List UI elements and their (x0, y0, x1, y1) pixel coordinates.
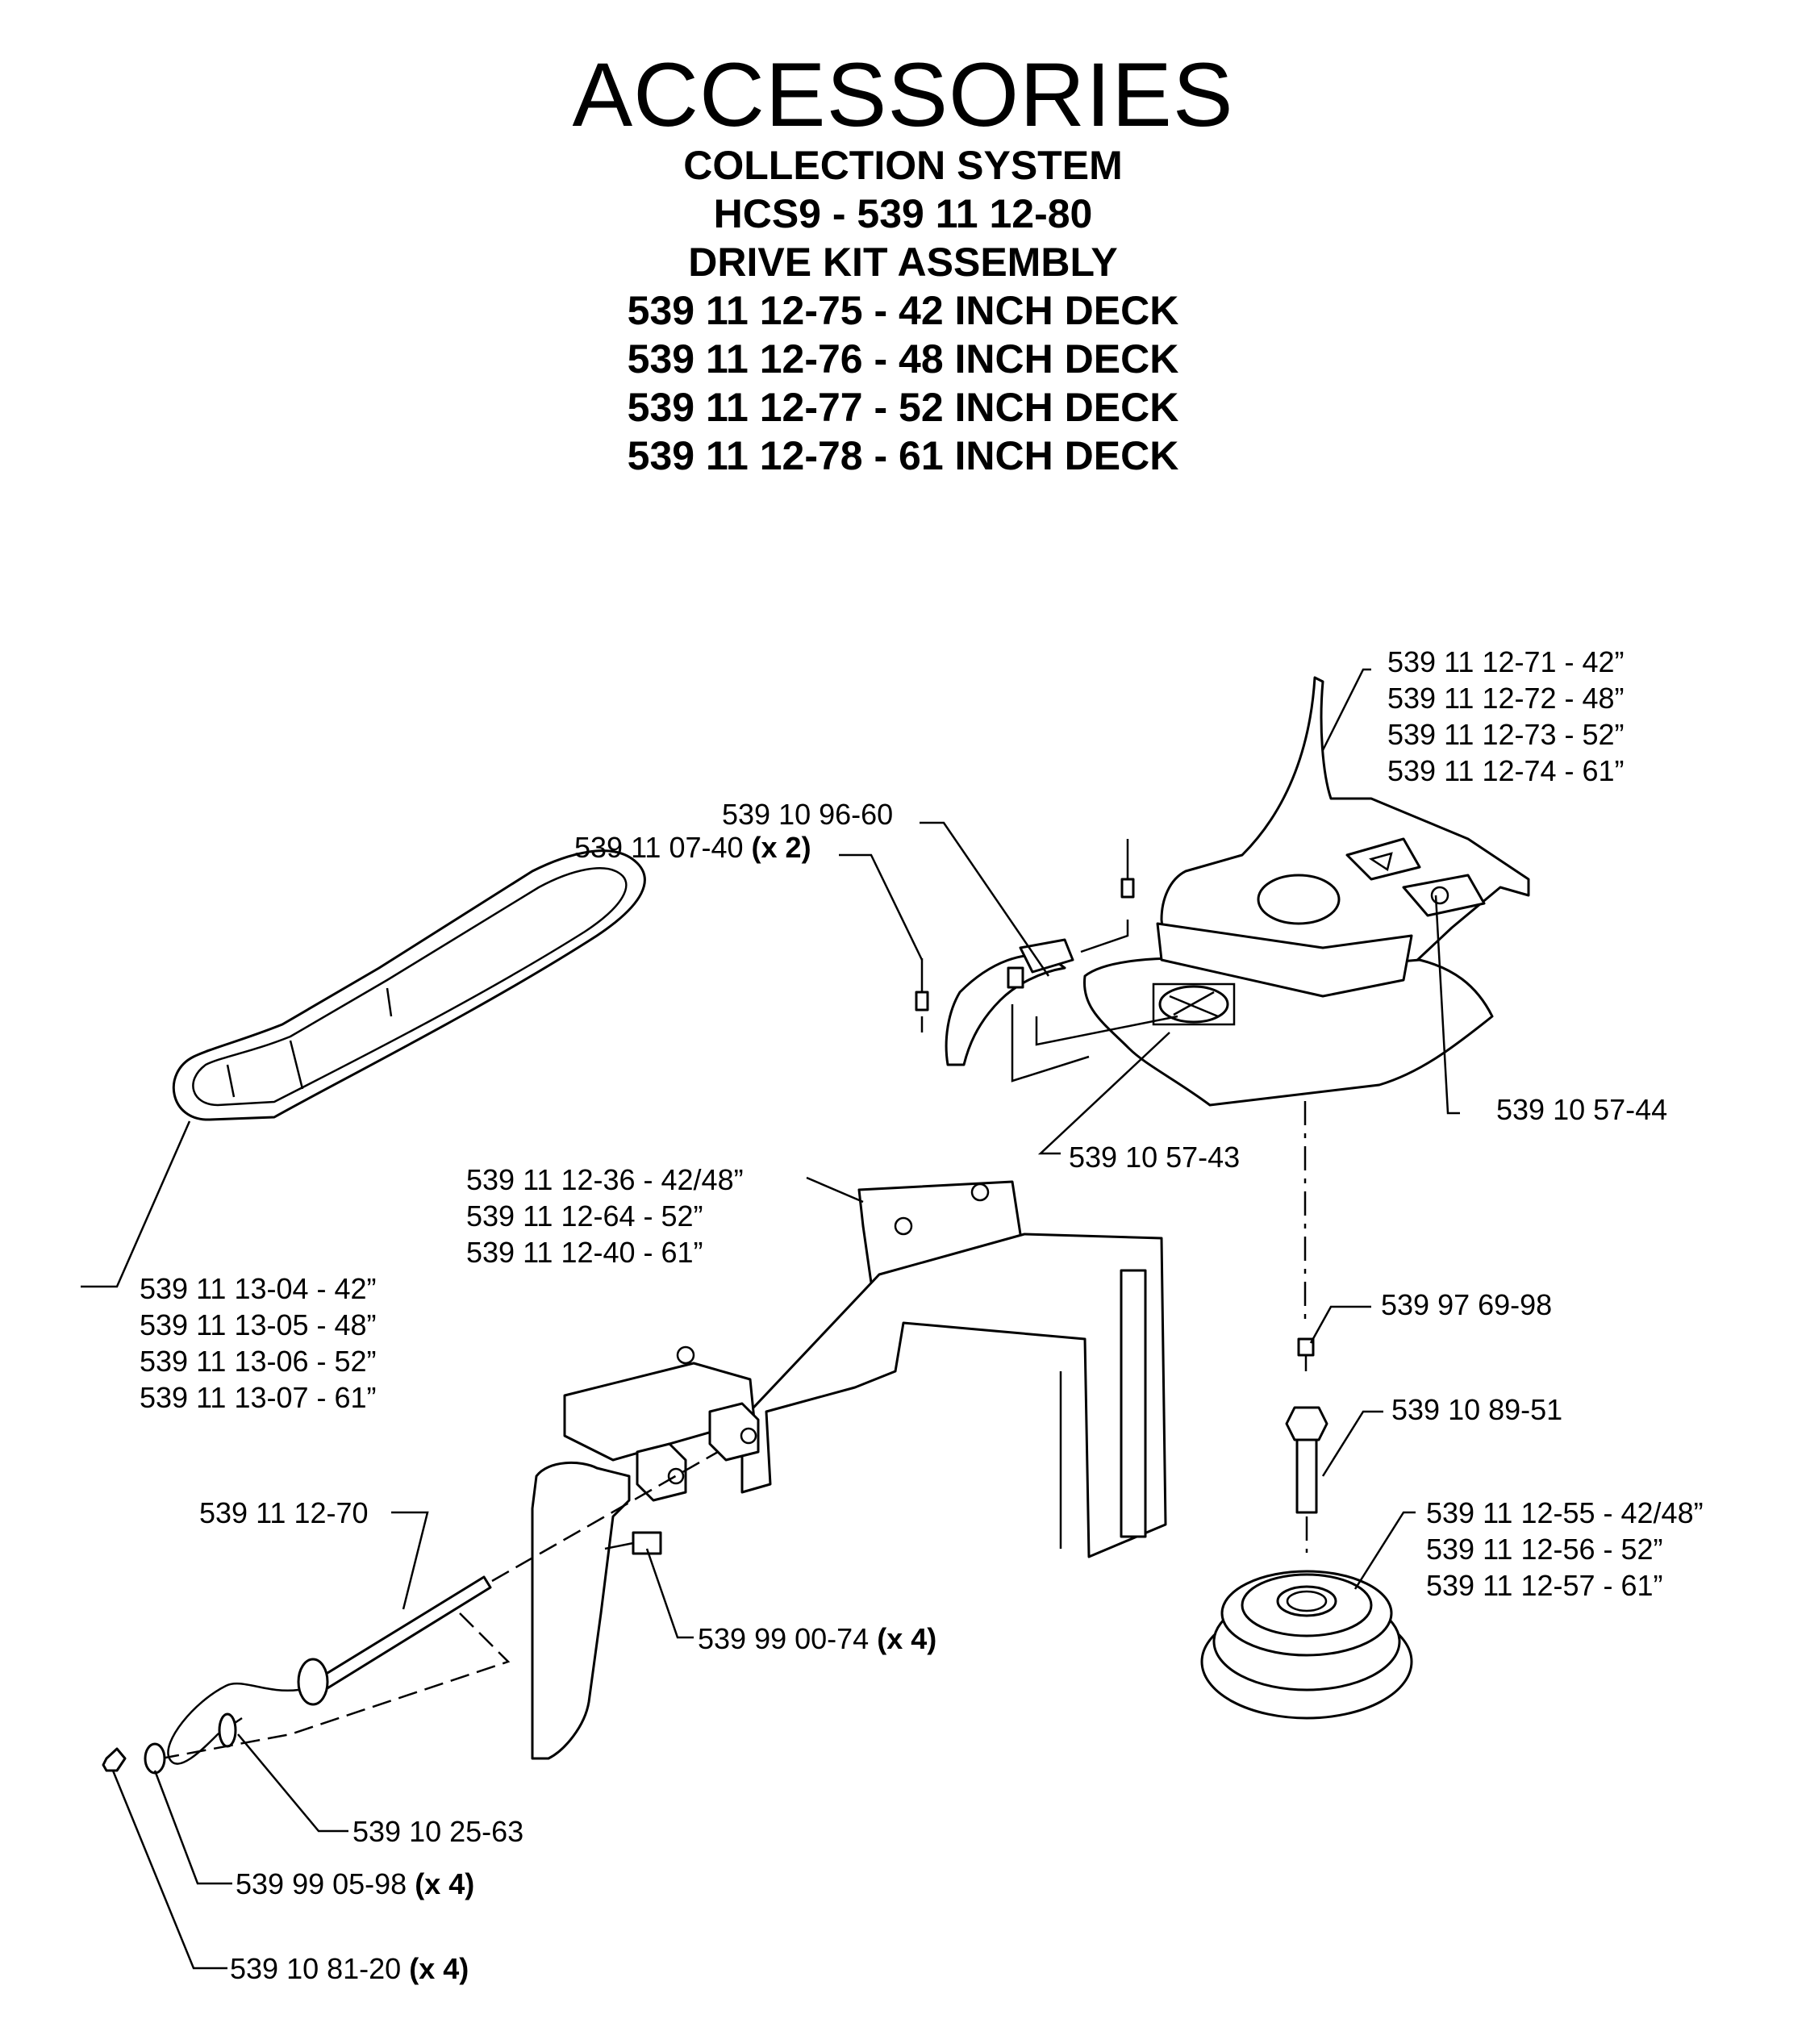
nut-part-number: 539 10 81-20 (230, 1952, 401, 1985)
nut-callout: 539 10 81-20 (x 4) (230, 1952, 469, 1985)
belt-label-48: 539 11 13-05 - 48” (140, 1308, 377, 1341)
lanyard-cable (167, 1682, 299, 1765)
hardware-dash-line (161, 1612, 511, 1760)
bolt-quantity: (x 4) (877, 1622, 936, 1655)
pin-left (915, 958, 929, 1012)
pulley-label-61: 539 11 12-57 - 61” (1426, 1569, 1663, 1602)
shield-callout: 539 11 12-71 - 42” 539 11 12-72 - 48” 53… (1387, 645, 1625, 787)
shield-label-48: 539 11 12-72 - 48” (1387, 682, 1625, 715)
rod-label: 539 11 12-70 (199, 1496, 369, 1529)
pin-right-guide-line (1080, 920, 1129, 953)
fitting-label: 539 97 69-98 (1381, 1288, 1552, 1321)
belt-shield (1082, 676, 1530, 1107)
pins-quantity: (x 2) (752, 831, 811, 864)
subtitle-61-deck: 539 11 12-78 - 61 INCH DECK (627, 433, 1179, 478)
shield-label-61: 539 11 12-74 - 61” (1387, 754, 1625, 787)
bracket-label-42-48: 539 11 12-36 - 42/48” (466, 1163, 744, 1196)
washer-quantity: (x 4) (415, 1867, 474, 1900)
leader-lines (81, 668, 1460, 1970)
bracket-label-61: 539 11 12-40 - 61” (466, 1236, 703, 1269)
pulley-label-42-48: 539 11 12-55 - 42/48” (1426, 1496, 1704, 1529)
subtitle-42-deck: 539 11 12-75 - 42 INCH DECK (627, 288, 1179, 333)
latch-label: 539 10 96-60 (722, 798, 893, 831)
bolt-part-number: 539 99 00-74 (698, 1622, 869, 1655)
washer-part-number: 539 99 05-98 (236, 1867, 407, 1900)
bolt-callout: 539 99 00-74 (x 4) (698, 1622, 936, 1655)
decal-43-label: 539 10 57-43 (1069, 1141, 1240, 1174)
grease-fitting (1297, 1337, 1315, 1371)
shield-label-42: 539 11 12-71 - 42” (1387, 645, 1625, 678)
pulley-label-52: 539 11 12-56 - 52” (1426, 1533, 1663, 1566)
shield-label-52: 539 11 12-73 - 52” (1387, 718, 1625, 751)
drive-shaft (1285, 1406, 1328, 1514)
belt-label-52: 539 11 13-06 - 52” (140, 1345, 377, 1378)
bracket-label-52: 539 11 12-64 - 52” (466, 1199, 703, 1233)
lanyard-label: 539 10 25-63 (352, 1815, 523, 1848)
belt-label-61: 539 11 13-07 - 61” (140, 1381, 377, 1414)
shaft-label: 539 10 89-51 (1391, 1393, 1562, 1426)
bolt (604, 1531, 662, 1555)
subtitle-52-deck: 539 11 12-77 - 52 INCH DECK (627, 385, 1179, 430)
drive-belt (172, 849, 646, 1121)
pin-right (1120, 839, 1135, 899)
pulley-callout: 539 11 12-55 - 42/48” 539 11 12-56 - 52”… (1426, 1496, 1704, 1602)
rod-dash-line (491, 1450, 719, 1583)
latch-guide-line (1011, 1004, 1090, 1082)
subtitle-drive-kit: DRIVE KIT ASSEMBLY (688, 240, 1118, 285)
pulley (1200, 1570, 1413, 1720)
latch-guide-line-2 (1035, 1015, 1178, 1046)
bracket-callout: 539 11 12-36 - 42/48” 539 11 12-64 - 52”… (466, 1163, 744, 1269)
subtitle-48-deck: 539 11 12-76 - 48 INCH DECK (627, 336, 1179, 382)
page-title: ACCESSORIES (572, 44, 1234, 145)
washer-callout: 539 99 05-98 (x 4) (236, 1867, 474, 1900)
title-block: ACCESSORIES COLLECTION SYSTEM HCS9 - 539… (0, 48, 1806, 480)
decal-44-label: 539 10 57-44 (1496, 1093, 1667, 1126)
mounting-bracket (531, 1180, 1167, 1760)
hitch-rod (297, 1575, 492, 1706)
pins-part-number: 539 11 07-40 (574, 831, 744, 864)
nut (102, 1747, 127, 1772)
nut-quantity: (x 4) (409, 1952, 469, 1985)
washer (144, 1742, 166, 1775)
belt-label-42: 539 11 13-04 - 42” (140, 1272, 377, 1305)
subtitle-hcs9: HCS9 - 539 11 12-80 (713, 191, 1093, 236)
pins-callout: 539 11 07-40 (x 2) (574, 831, 811, 864)
subtitle-collection: COLLECTION SYSTEM (683, 143, 1123, 188)
latch-part (945, 938, 1074, 1066)
belt-callout: 539 11 13-04 - 42” 539 11 13-05 - 48” 53… (140, 1272, 377, 1414)
